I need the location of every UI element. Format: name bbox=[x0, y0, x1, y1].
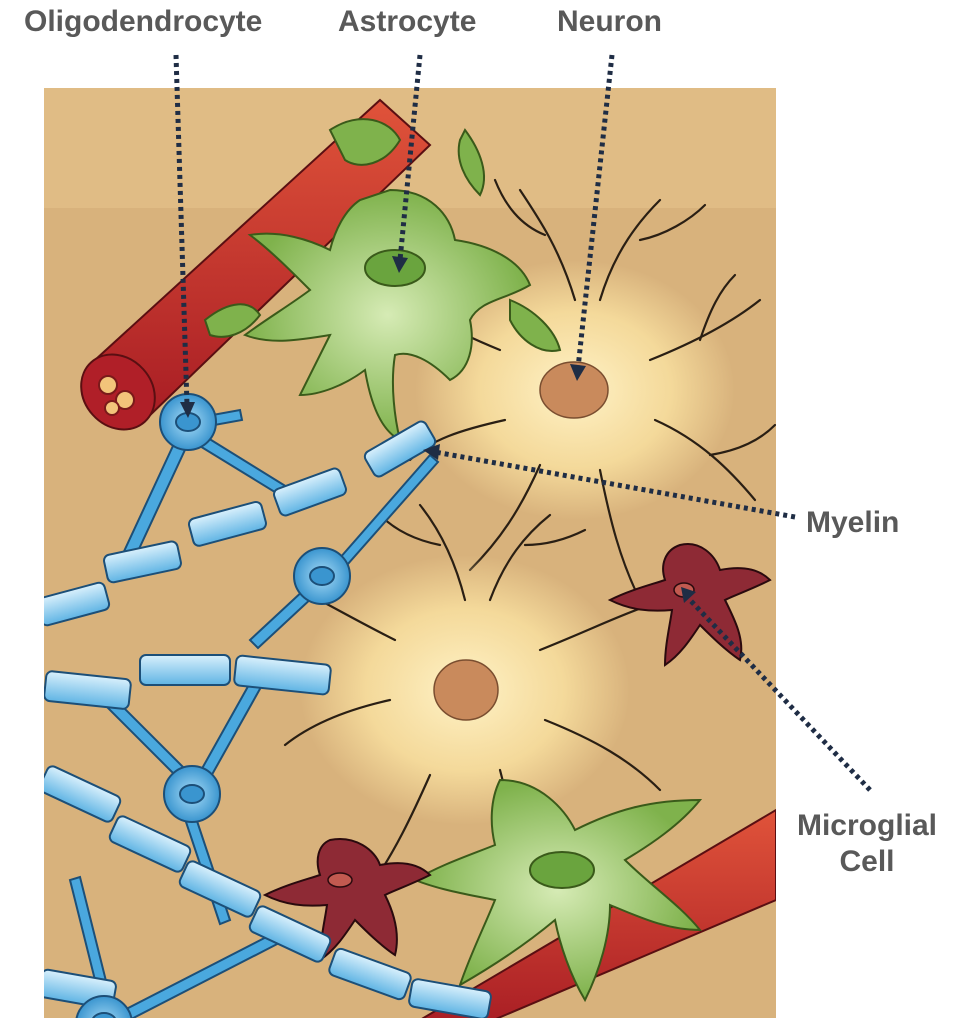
label-astrocyte: Astrocyte bbox=[338, 4, 476, 40]
label-microglial-line2: Cell bbox=[776, 844, 958, 880]
astrocyte-upper-nucleus bbox=[365, 250, 425, 286]
astrocyte-lower-nucleus bbox=[530, 852, 594, 888]
label-neuron: Neuron bbox=[557, 4, 662, 40]
label-microglial-cell: Microglial Cell bbox=[776, 808, 958, 880]
label-myelin: Myelin bbox=[806, 505, 899, 541]
neuron-lower-nucleus bbox=[434, 660, 498, 720]
label-oligodendrocyte: Oligodendrocyte bbox=[24, 4, 262, 40]
label-microglial-line1: Microglial bbox=[776, 808, 958, 844]
